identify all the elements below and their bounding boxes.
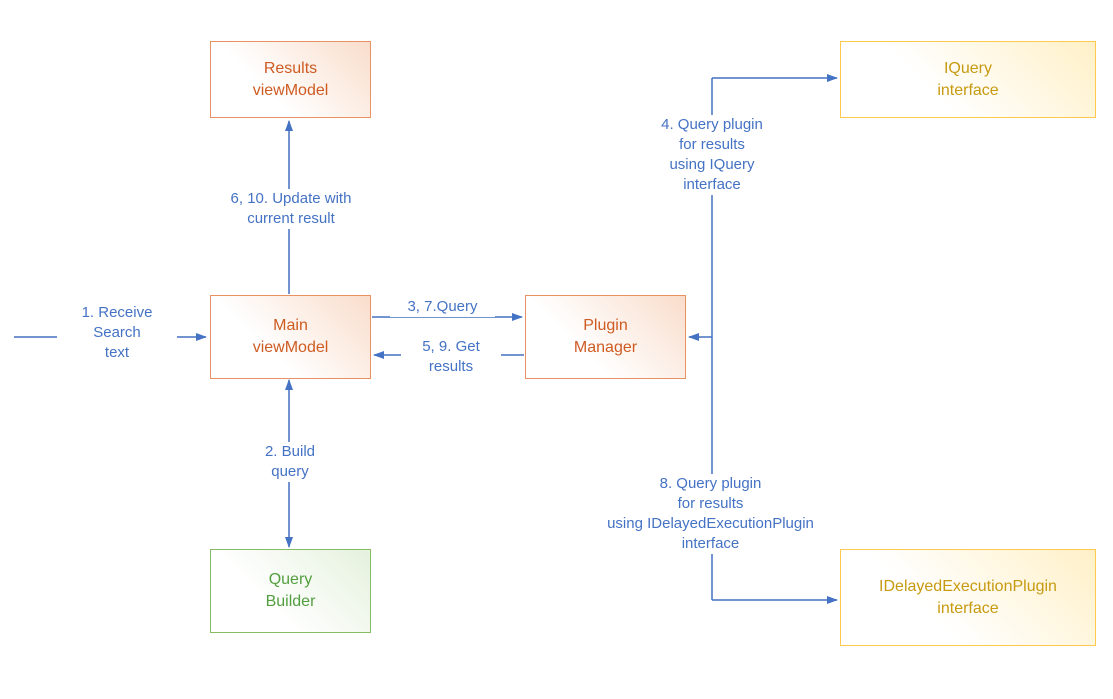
edge-label-build-query: 2. Build query	[240, 442, 340, 482]
node-iquery-interface-label: IQuery interface	[937, 59, 999, 99]
node-query-builder-label: Query Builder	[265, 571, 316, 610]
edge-label-query-plugin-idelayed: 8. Query plugin for results using IDelay…	[588, 474, 833, 554]
node-idelayedexecutionplugin-interface-label: IDelayedExecutionPlugin interface	[879, 577, 1057, 617]
node-idelayedexecutionplugin-interface: IDelayedExecutionPlugin interface	[840, 549, 1096, 646]
node-main-viewmodel: Main viewModel	[210, 295, 371, 379]
node-results-viewmodel-label: Results viewModel	[252, 59, 329, 99]
node-iquery-interface: IQuery interface	[840, 41, 1096, 118]
edge-label-update-with-current-result: 6, 10. Update with current result	[211, 189, 371, 229]
edge-label-get-results: 5, 9. Get results	[401, 337, 501, 377]
node-main-viewmodel-label: Main viewModel	[252, 317, 329, 356]
node-plugin-manager: Plugin Manager	[525, 295, 686, 379]
edge-label-query-plugin-iquery: 4. Query plugin for results using IQuery…	[632, 115, 792, 195]
node-results-viewmodel: Results viewModel	[210, 41, 371, 118]
node-query-builder: Query Builder	[210, 549, 371, 633]
edge-label-query: 3, 7.Query	[390, 297, 495, 317]
edge-label-receive-search: 1. Receive Search text	[57, 303, 177, 363]
node-plugin-manager-label: Plugin Manager	[573, 317, 638, 356]
